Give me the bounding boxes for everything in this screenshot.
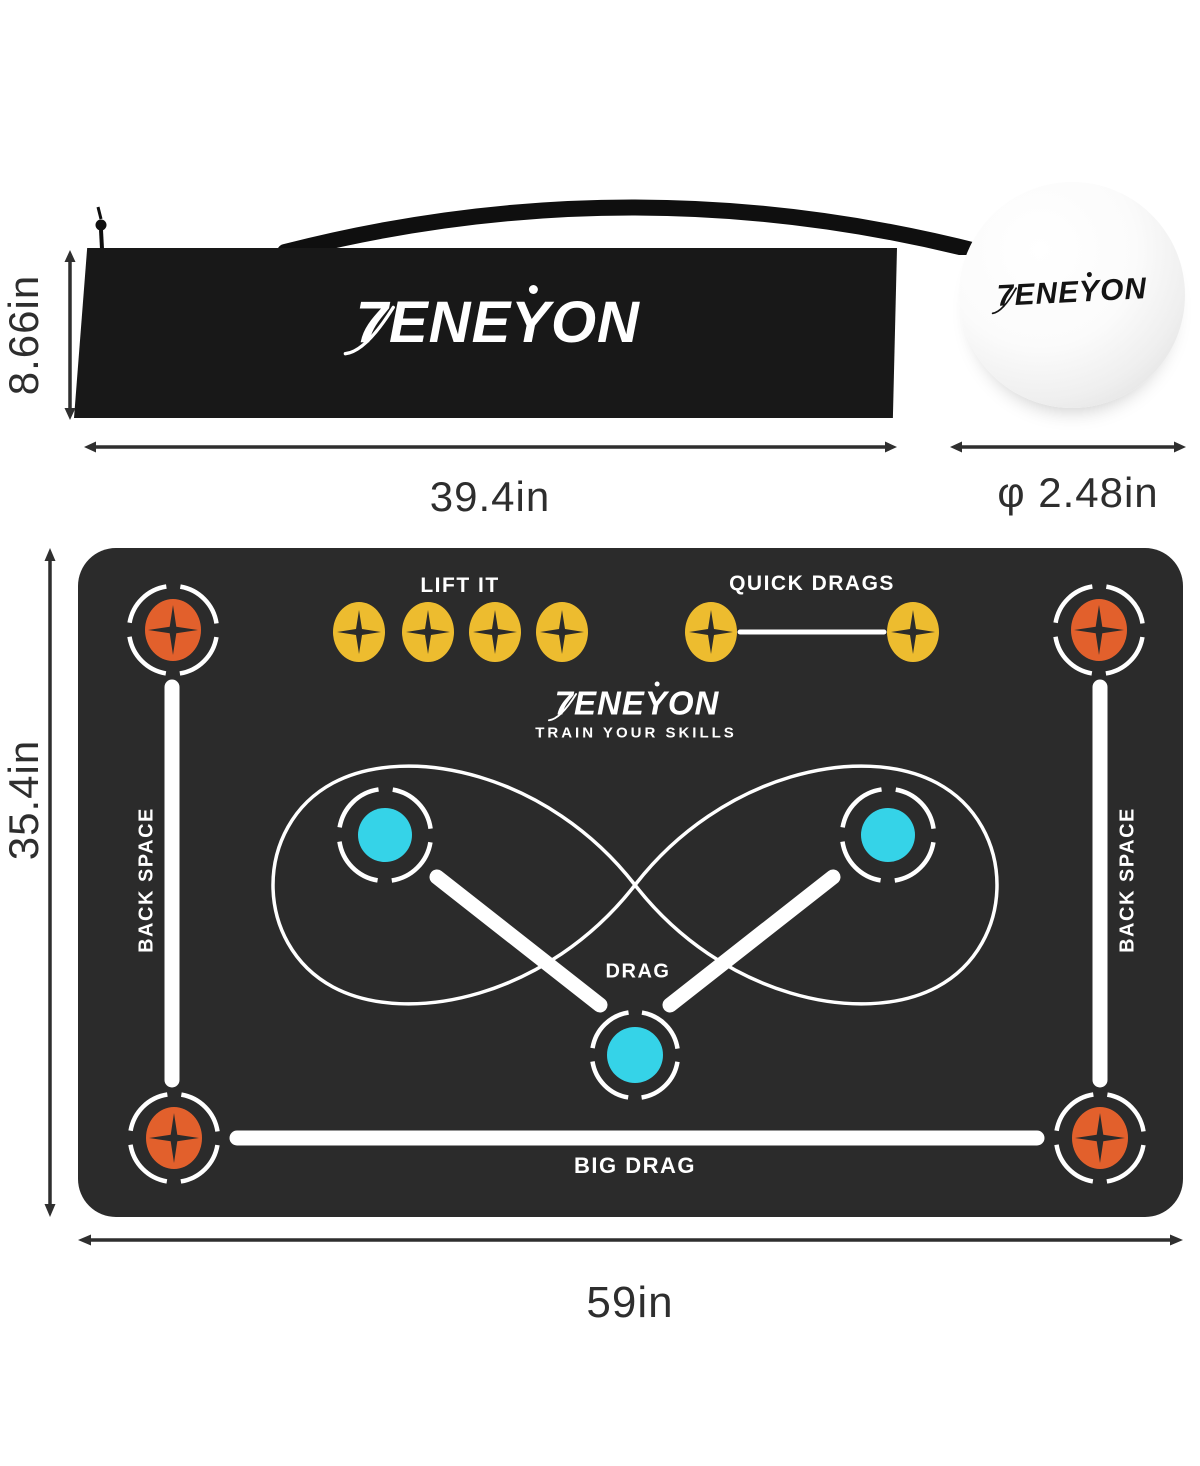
big-drag-label: BIG DRAG xyxy=(574,1153,696,1178)
bag-strap xyxy=(95,199,988,255)
cyan-target-bottom xyxy=(592,1012,678,1098)
cyan-target-right xyxy=(842,789,934,881)
cyan-target-left xyxy=(339,789,431,881)
back-space-label-left: BACK SPACE xyxy=(135,807,158,953)
quick-drags-spot-left xyxy=(685,602,737,662)
logo-y-dot-icon xyxy=(1087,271,1093,277)
bag-width-arrow xyxy=(84,441,897,453)
ball-diameter-label: φ 2.48in xyxy=(997,469,1159,516)
bag-width-label: 39.4in xyxy=(429,473,551,520)
logo-text-2: YON xyxy=(511,289,640,355)
bag-height-arrow xyxy=(64,250,76,420)
lift-it-label: LIFT IT xyxy=(420,574,500,597)
ball-diameter-arrow xyxy=(950,441,1186,453)
logo-text-1: 7ENE xyxy=(996,275,1081,313)
corner-target-top-left xyxy=(129,586,217,674)
logo-y-dot-icon xyxy=(654,681,661,687)
logo-text-2: YON xyxy=(644,684,720,722)
mat-width-label: 59in xyxy=(586,1278,674,1327)
back-space-label-right: BACK SPACE xyxy=(1116,807,1139,953)
lift-it-spot-3 xyxy=(469,602,521,662)
drawstring-knob xyxy=(95,219,107,231)
lift-it-spot-2 xyxy=(402,602,454,662)
logo-text-2: YON xyxy=(1078,271,1148,309)
drag-line-right xyxy=(662,869,841,1013)
infinity-path xyxy=(271,764,999,1006)
logo-text-1: 7ENE xyxy=(554,684,645,722)
logo-y-dot-icon xyxy=(528,284,538,294)
drawstring xyxy=(96,206,103,220)
corner-target-top-right xyxy=(1055,586,1143,674)
drawstring-cord xyxy=(99,229,104,250)
logo-text-1: 7ENE xyxy=(355,289,512,355)
drag-label: DRAG xyxy=(605,960,671,983)
training-mat: LIFT IT QUICK DRAGS DRAG BIG DRAG BACK S… xyxy=(78,548,1183,1217)
mat-height-label: 35.4in xyxy=(0,739,47,861)
bag-height-label: 8.66in xyxy=(0,274,47,396)
brand-tagline: TRAIN YOUR SKILLS xyxy=(535,724,737,742)
drag-line-left xyxy=(429,869,608,1013)
quick-drags-label: QUICK DRAGS xyxy=(729,572,895,595)
mat-height-arrow xyxy=(44,548,56,1217)
mat-markings xyxy=(78,548,1183,1217)
corner-target-bottom-left xyxy=(130,1094,218,1182)
lift-it-spot-4 xyxy=(536,602,588,662)
corner-target-bottom-right xyxy=(1056,1094,1144,1182)
quick-drags-spot-right xyxy=(887,602,939,662)
mat-width-arrow xyxy=(78,1234,1183,1246)
lift-it-spot-1 xyxy=(333,602,385,662)
strap-band xyxy=(277,199,988,255)
